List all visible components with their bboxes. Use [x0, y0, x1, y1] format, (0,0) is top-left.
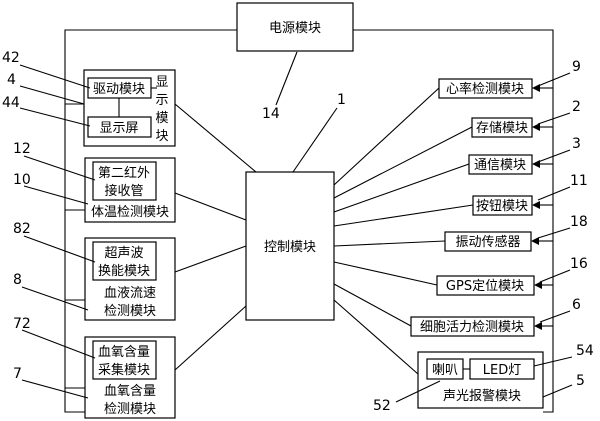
ir-receiver-line1: 第二红外 — [98, 165, 150, 181]
ref-82: 82 — [13, 221, 31, 237]
gps-box — [436, 275, 535, 296]
display-char-1: 显 — [155, 75, 168, 90]
flow-module-line1: 血液流速 — [104, 286, 156, 301]
screen-label: 显示屏 — [99, 121, 138, 136]
temp-module-label: 体温检测模块 — [91, 205, 169, 220]
cell-vitality-label: 细胞活力检测模块 — [420, 320, 524, 335]
ultrasonic-box — [92, 241, 157, 281]
ref-16: 16 — [570, 256, 588, 272]
flow-module-line2: 检测模块 — [104, 304, 156, 319]
ref-5: 5 — [576, 373, 585, 389]
control-module-box — [245, 171, 335, 321]
ref-6: 6 — [572, 297, 581, 313]
ref-4: 4 — [7, 72, 16, 88]
ref-10: 10 — [13, 172, 31, 188]
led-box — [469, 358, 535, 380]
vibration-label: 振动传感器 — [455, 234, 520, 250]
button-module-label: 按钮模块 — [476, 199, 528, 214]
ir-receiver-box — [92, 161, 157, 201]
ref-54: 54 — [576, 343, 594, 359]
power-module-label: 电源模块 — [269, 21, 321, 36]
storage-label: 存储模块 — [476, 121, 528, 136]
ref-72: 72 — [13, 316, 31, 332]
ref-12: 12 — [13, 141, 31, 157]
power-bus-left — [64, 29, 237, 413]
comm-label: 通信模块 — [474, 158, 526, 173]
alarm-module-label: 声光报警模块 — [443, 388, 521, 404]
ref-2: 2 — [572, 99, 581, 115]
ref-44: 44 — [2, 95, 20, 111]
comm-box — [468, 154, 533, 175]
led-label: LED灯 — [483, 363, 521, 378]
ref-18: 18 — [570, 214, 588, 230]
horn-label: 喇叭 — [432, 363, 458, 378]
control-module-label: 控制模块 — [264, 240, 316, 255]
ultrasonic-line2: 换能模块 — [98, 264, 150, 279]
oxy-collect-line1: 血氧含量 — [98, 344, 150, 360]
ref-42: 42 — [2, 50, 20, 66]
oxy-detect-line2: 检测模块 — [104, 402, 156, 417]
oxy-collect-line2: 采集模块 — [98, 362, 150, 378]
ir-receiver-line2: 接收管 — [104, 183, 143, 199]
ref-7: 7 — [13, 366, 22, 382]
ref-9: 9 — [572, 59, 581, 75]
control-left-links — [174, 103, 257, 371]
screen-box — [87, 116, 152, 138]
ref-14: 14 — [262, 106, 280, 122]
cell-vitality-box — [410, 316, 535, 337]
heart-rate-box — [438, 78, 533, 99]
ref-1: 1 — [337, 92, 346, 108]
display-char-2: 示 — [155, 93, 168, 108]
ref-11: 11 — [570, 173, 588, 189]
right-bus-arrows — [531, 84, 553, 330]
ultrasonic-line1: 超声波 — [104, 246, 143, 261]
drive-module-label: 驱动模块 — [93, 82, 145, 97]
button-module-box — [472, 195, 533, 216]
power-bus-right — [353, 29, 554, 413]
control-right-links — [333, 87, 474, 375]
display-char-3: 模 — [155, 111, 168, 126]
ref-8: 8 — [13, 272, 22, 288]
ref-52: 52 — [373, 398, 391, 414]
ref-3: 3 — [572, 136, 581, 152]
oxy-detect-line1: 血氧含量 — [104, 383, 156, 399]
display-char-4: 块 — [155, 129, 168, 144]
gps-label: GPS定位模块 — [446, 279, 524, 294]
storage-box — [471, 117, 533, 138]
leader-lines — [19, 51, 573, 403]
power-module-box — [236, 2, 354, 52]
heart-rate-label: 心率检测模块 — [446, 81, 524, 97]
vibration-box — [444, 231, 532, 252]
oxy-collect-box — [92, 340, 157, 380]
